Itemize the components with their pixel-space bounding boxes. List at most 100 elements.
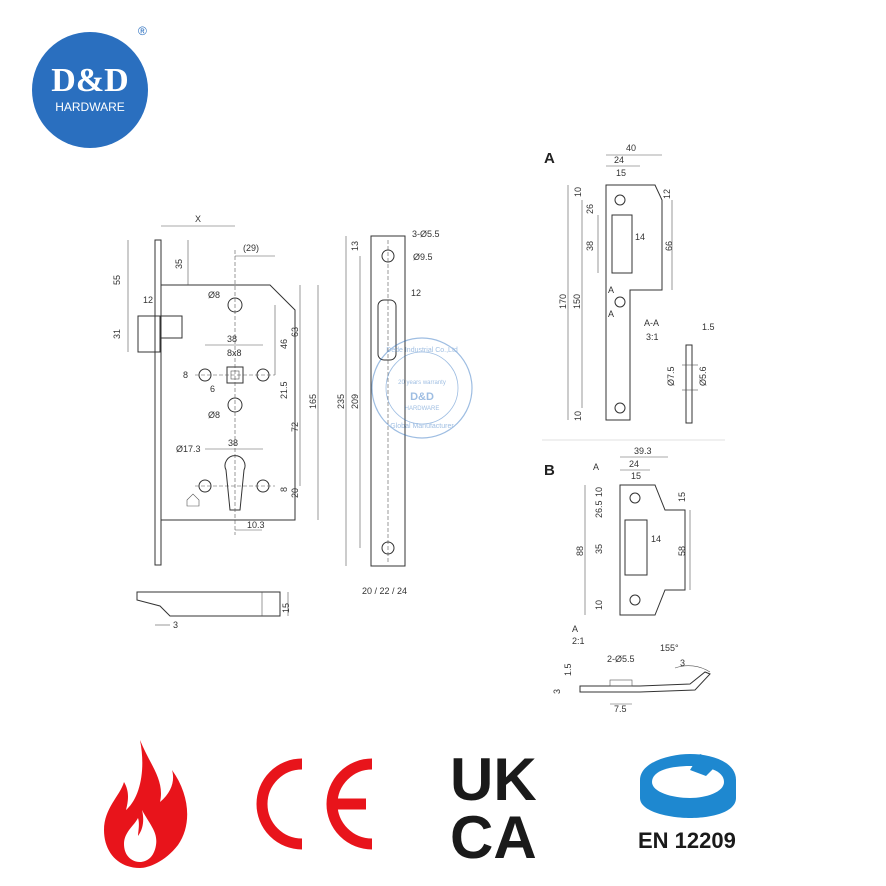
ukca-top: UK xyxy=(450,746,537,813)
dim-aa-1-5: 1.5 xyxy=(702,322,715,332)
dim-8-bottom: 8 xyxy=(279,487,289,492)
lock-technical-drawing: X (29) 55 35 12 31 Ø8 38 8x8 8 6 Ø8 46 6… xyxy=(112,143,725,714)
watermark: Dede Industrial Co.,Ltd 20 years warrant… xyxy=(371,337,473,439)
dim-b-3: 3 xyxy=(680,658,685,668)
logo-brand-sub: HARDWARE xyxy=(55,100,125,114)
section-mark-a2: A xyxy=(608,309,614,319)
cylinder-cutout xyxy=(224,455,246,511)
dim-plate-209: 209 xyxy=(350,394,360,409)
lock-body-view: X (29) 55 35 12 31 Ø8 38 8x8 8 6 Ø8 46 6… xyxy=(112,214,319,566)
dim-b-7-5: 7.5 xyxy=(614,704,627,714)
dim-a-15: 15 xyxy=(616,168,626,178)
dim-b-35: 35 xyxy=(594,544,604,554)
dim-a-26: 26 xyxy=(585,204,595,214)
dim-plate-13: 13 xyxy=(350,241,360,251)
dim-b-15-right: 15 xyxy=(677,492,687,502)
dim-b-155: 155° xyxy=(660,643,679,653)
aa-section-profile xyxy=(685,344,693,424)
watermark-top: Dede Industrial Co.,Ltd xyxy=(386,347,458,354)
dim-29: (29) xyxy=(243,243,259,253)
dim-a-10-top: 10 xyxy=(573,187,583,197)
dim-b-14: 14 xyxy=(651,534,661,544)
section-mark-b: A xyxy=(593,462,599,472)
dim-x: X xyxy=(195,214,201,224)
dim-bolt-3: 3 xyxy=(173,620,178,630)
section-aa-scale: 3:1 xyxy=(646,332,659,342)
dim-a-170: 170 xyxy=(558,294,568,309)
dim-72: 72 xyxy=(290,422,300,432)
section-a-label: A xyxy=(544,150,555,167)
dim-b-10-top: 10 xyxy=(594,487,604,497)
certification-row: UK CA EN 12209 xyxy=(104,740,736,871)
dim-plate-holes: 3-Ø5.5 xyxy=(412,229,440,239)
registered-mark: ® xyxy=(138,24,147,38)
strike-plate-b: B 39.3 24 15 10 26.5 15 88 35 14 58 10 A… xyxy=(544,446,711,714)
dim-a-40: 40 xyxy=(626,143,636,153)
fire-icon xyxy=(104,740,188,868)
watermark-bottom: Global Manufacturer xyxy=(390,423,454,430)
dim-a-38: 38 xyxy=(585,241,595,251)
dim-6: 6 xyxy=(210,384,215,394)
strike-b-opening xyxy=(624,519,648,576)
dim-plate-widths: 20 / 22 / 24 xyxy=(362,586,407,596)
brand-logo: D&D HARDWARE xyxy=(32,32,148,148)
dim-a-12: 12 xyxy=(662,189,672,199)
dim-d8-mid: Ø8 xyxy=(208,410,220,420)
dim-46: 46 xyxy=(279,339,289,349)
dim-plate-d95: Ø9.5 xyxy=(413,252,433,262)
dim-plate-235: 235 xyxy=(336,394,346,409)
dim-b-3-thick: 3 xyxy=(552,689,562,694)
rotation-arrow-icon xyxy=(640,754,736,818)
ukca-bottom: CA xyxy=(450,804,537,871)
dim-a-10-bottom: 10 xyxy=(573,411,583,421)
dim-8: 8 xyxy=(183,370,188,380)
ukca-mark-icon: UK CA xyxy=(450,746,537,871)
dim-21-5: 21.5 xyxy=(279,381,289,399)
logo-brand-name: D&D xyxy=(51,62,128,99)
dim-55: 55 xyxy=(112,275,122,285)
ce-mark-icon xyxy=(256,758,373,850)
faceplate xyxy=(370,235,406,567)
dim-b-1-5: 1.5 xyxy=(563,663,573,676)
bolt-profile xyxy=(136,591,281,617)
dim-a-66: 66 xyxy=(664,241,674,251)
latch-bolt xyxy=(137,315,161,353)
detail-a-scale: 2:1 xyxy=(572,636,585,646)
dim-10-3: 10.3 xyxy=(247,520,265,530)
dim-d8-top: Ø8 xyxy=(208,290,220,300)
dim-b-10-bottom: 10 xyxy=(594,600,604,610)
dim-12: 12 xyxy=(143,295,153,305)
strike-plate-a: A 40 24 15 12 10 26 38 14 66 170 150 10 … xyxy=(544,143,715,424)
en-12209-label: EN 12209 xyxy=(638,828,736,853)
dim-b-holes: 2-Ø5.5 xyxy=(607,654,635,664)
dim-165: 165 xyxy=(308,394,318,409)
watermark-sub: HARDWARE xyxy=(405,406,440,412)
watermark-brand: D&D xyxy=(410,391,434,403)
forend xyxy=(154,239,162,566)
dim-d17-3: Ø17.3 xyxy=(176,444,201,454)
bolt-side-view: 15 3 xyxy=(136,591,291,630)
strike-b-profile xyxy=(579,671,711,693)
latch-hub xyxy=(159,315,183,339)
dim-a-24: 24 xyxy=(614,155,624,165)
dim-plate-12: 12 xyxy=(411,288,421,298)
section-mark-a1: A xyxy=(608,285,614,295)
dim-b-88: 88 xyxy=(575,546,585,556)
dim-20: 20 xyxy=(290,488,300,498)
strike-b-outline xyxy=(619,484,686,616)
dim-b-26-5: 26.5 xyxy=(594,500,604,518)
dim-a-150: 150 xyxy=(572,294,582,309)
dim-bolt-15: 15 xyxy=(281,603,291,613)
dim-31: 31 xyxy=(112,329,122,339)
dim-b-39-3: 39.3 xyxy=(634,446,652,456)
dim-b-24: 24 xyxy=(629,459,639,469)
section-b-label: B xyxy=(544,462,555,479)
lock-case xyxy=(160,284,296,521)
faceplate-view: 3-Ø5.5 Ø9.5 12 235 209 13 20 / 22 / 24 xyxy=(336,229,440,596)
latch-opening xyxy=(377,299,397,361)
dim-aa-7-5: Ø7.5 xyxy=(666,366,676,386)
detail-a-label: A xyxy=(572,624,578,634)
logo-circle xyxy=(32,32,148,148)
watermark-middle: 20 years warranty xyxy=(398,380,446,386)
dim-b-15: 15 xyxy=(631,471,641,481)
